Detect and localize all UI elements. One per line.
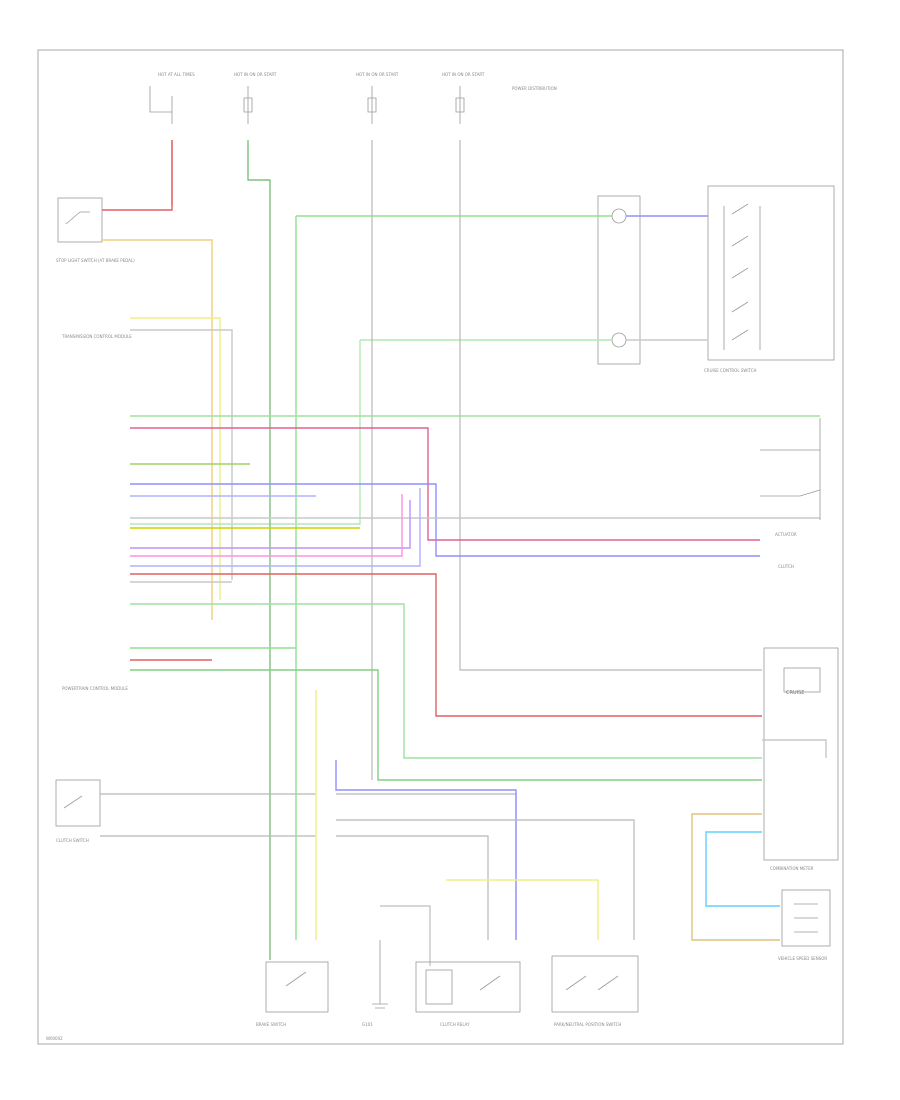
- brake-switch-label: BRAKE SWITCH: [256, 1022, 286, 1027]
- actuator: ACTUATOR CLUTCH: [760, 418, 821, 569]
- combination-meter-label: COMBINATION METER: [770, 866, 814, 871]
- actuator-label: ACTUATOR: [775, 532, 797, 537]
- cruise-control-switch: CRUISE CONTROL SWITCH: [704, 185, 835, 373]
- ground-label: G101: [362, 1022, 373, 1027]
- ground: G101: [362, 940, 388, 1027]
- park-neutral-switch-label: PARK/NEUTRAL POSITION SWITCH: [554, 1022, 621, 1027]
- pcm: POWERTRAIN CONTROL MODULE: [62, 686, 128, 691]
- spiral-cable: [597, 195, 641, 365]
- fuse-3-label: HOT IN ON OR START: [356, 72, 399, 77]
- clutch-relay: CLUTCH RELAY: [415, 961, 521, 1027]
- combination-meter: CRUISE COMBINATION METER: [763, 647, 839, 871]
- fuse-4-note: POWER DISTRIBUTION: [512, 86, 557, 91]
- cruise-control-switch-label: CRUISE CONTROL SWITCH: [704, 368, 757, 373]
- fuse-4: HOT IN ON OR START POWER DISTRIBUTION: [442, 72, 557, 124]
- fuse-2: HOT IN ON OR START: [234, 72, 277, 124]
- stoplight-switch: STOP LIGHT SWITCH (AT BRAKE PEDAL): [56, 197, 135, 263]
- vehicle-speed-sensor: VEHICLE SPEED SENSOR: [778, 889, 831, 961]
- vehicle-speed-sensor-label: VEHICLE SPEED SENSOR: [778, 956, 827, 961]
- brake-switch: BRAKE SWITCH: [256, 961, 329, 1027]
- fuse-4-label: HOT IN ON OR START: [442, 72, 485, 77]
- pcm-label: POWERTRAIN CONTROL MODULE: [62, 686, 128, 691]
- stoplight-switch-label: STOP LIGHT SWITCH (AT BRAKE PEDAL): [56, 258, 135, 263]
- cruise-indicator-label: CRUISE: [786, 690, 804, 696]
- clutch-relay-label: CLUTCH RELAY: [440, 1022, 470, 1027]
- clutch-switch: CLUTCH SWITCH: [55, 779, 101, 843]
- park-neutral-switch: PARK/NEUTRAL POSITION SWITCH: [551, 955, 639, 1027]
- fuse-1-label: HOT AT ALL TIMES: [158, 72, 195, 77]
- clutch-switch-label: CLUTCH SWITCH: [56, 838, 89, 843]
- fuse-3: HOT IN ON OR START: [356, 72, 399, 124]
- diagram-border: [37, 49, 844, 1045]
- figure-code: W00002: [46, 1036, 63, 1041]
- clutch-label: CLUTCH: [778, 564, 794, 569]
- fuse-2-label: HOT IN ON OR START: [234, 72, 277, 77]
- transmission-control-label: TRANSMISSION CONTROL MODULE: [61, 334, 132, 339]
